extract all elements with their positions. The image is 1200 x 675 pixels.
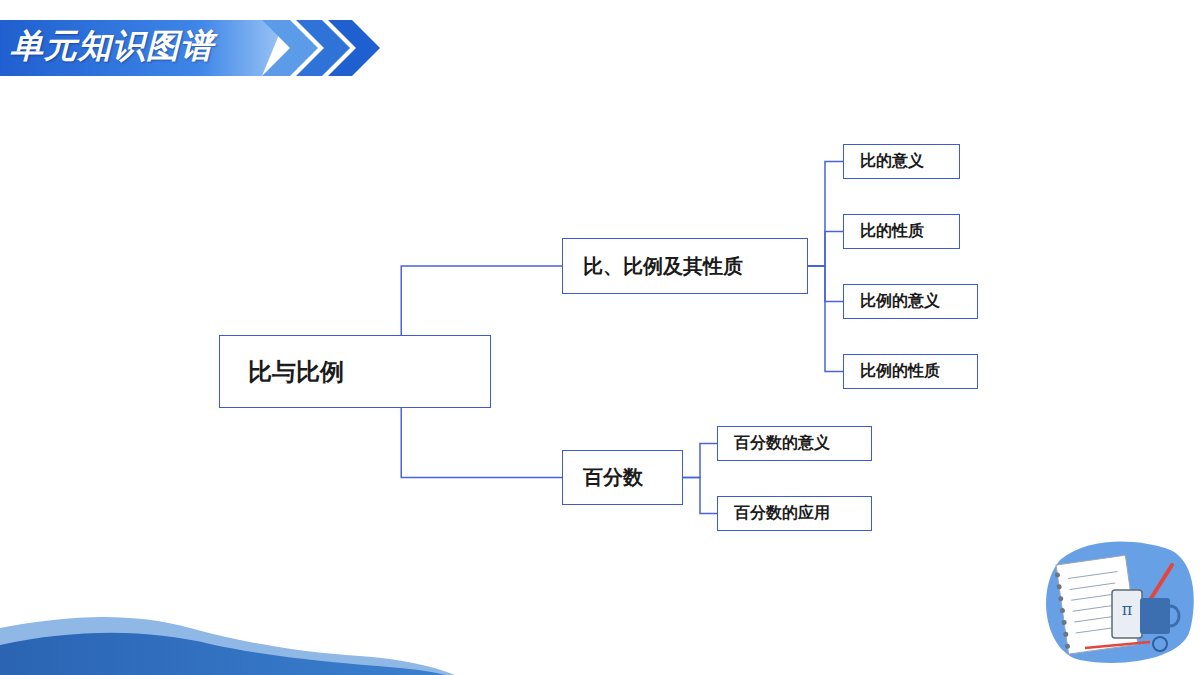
branch-topic: 比、比例及其性质 [562,238,808,294]
topic-label: 比的意义 [860,151,924,172]
stationery-illustration [1046,541,1194,662]
branch-connector [401,408,562,478]
topic-label: 比、比例及其性质 [583,253,743,280]
leaf-topic: 比的意义 [843,144,960,179]
banner-shape [0,20,285,76]
leaf-topic: 比的性质 [843,214,960,249]
illustration-symbol: π [1117,600,1137,619]
wave [0,617,455,675]
topic-label: 比例的意义 [860,291,940,312]
branch-connector [683,478,717,514]
topic-label: 比的性质 [860,221,924,242]
topic-label: 百分数的应用 [734,503,830,524]
leaf-topic: 比例的意义 [843,284,978,319]
branch-topic: 百分数 [562,450,683,505]
topic-label: 百分数 [583,464,643,491]
topic-label: 比与比例 [248,356,344,388]
leaf-topic: 百分数的应用 [717,496,872,531]
branch-connector [808,162,843,267]
branch-connector [808,232,843,267]
branch-connector [683,444,717,478]
leaf-topic: 比例的性质 [843,354,978,389]
topic-label: 百分数的意义 [734,433,830,454]
chevron [328,20,380,76]
leaf-topic: 百分数的意义 [717,426,872,461]
title-banner [0,20,380,76]
branch-connector [401,266,562,335]
root-topic: 比与比例 [219,335,491,408]
topic-label: 比例的性质 [860,361,940,382]
branch-connector [808,266,843,372]
title-text: 单元知识图谱 [10,24,214,68]
wave [0,633,445,675]
